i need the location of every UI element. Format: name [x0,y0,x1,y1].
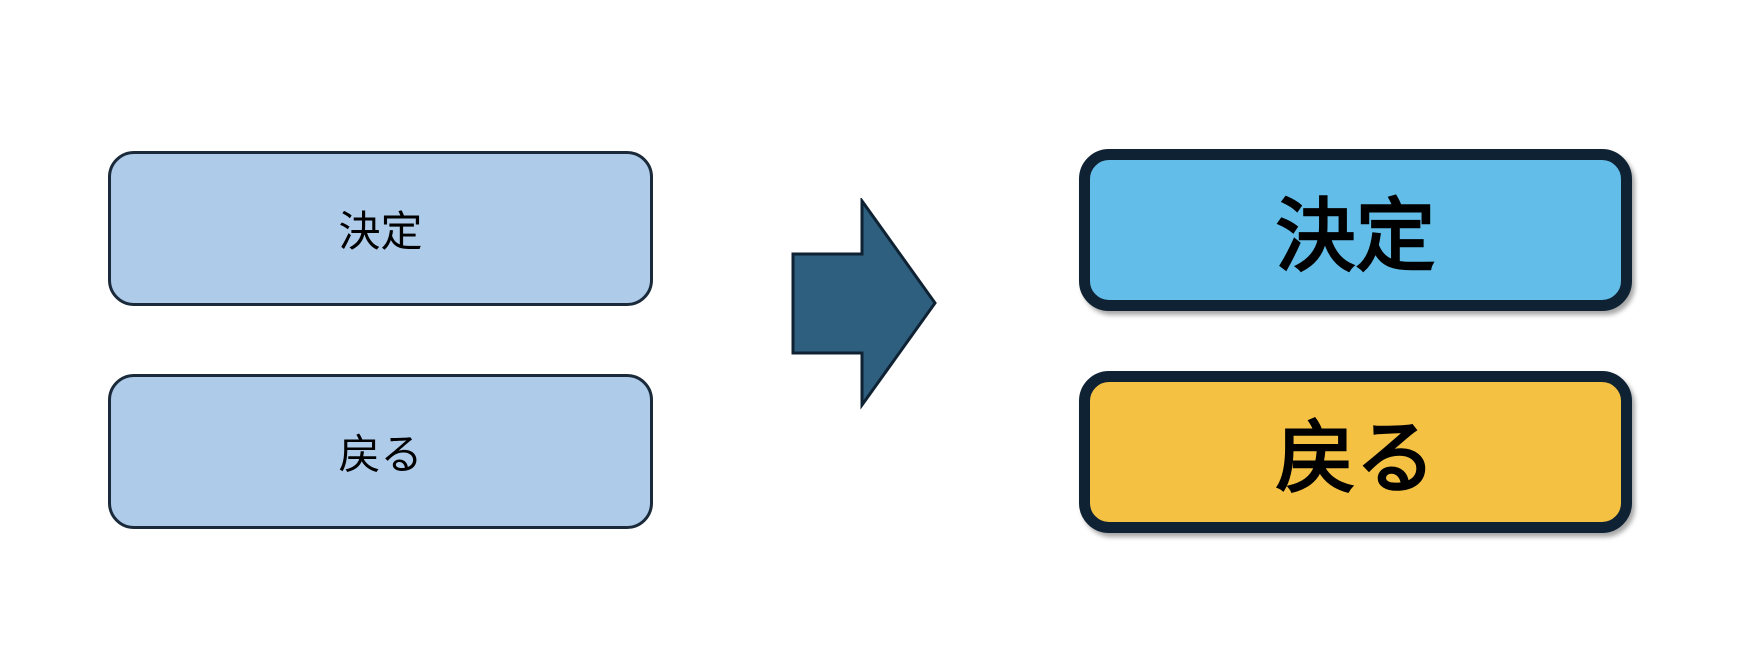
arrow-shape [791,198,937,410]
after-confirm-label: 決定 [1275,190,1436,283]
right-arrow-icon [791,198,937,410]
before-confirm-button[interactable]: 決定 [108,151,653,306]
before-back-button[interactable]: 戻る [108,374,653,529]
before-confirm-label: 決定 [338,207,423,256]
after-back-label: 戻る [1275,412,1436,505]
after-confirm-button[interactable]: 決定 [1079,149,1632,311]
before-back-label: 戻る [338,430,423,479]
after-back-button[interactable]: 戻る [1079,371,1632,533]
